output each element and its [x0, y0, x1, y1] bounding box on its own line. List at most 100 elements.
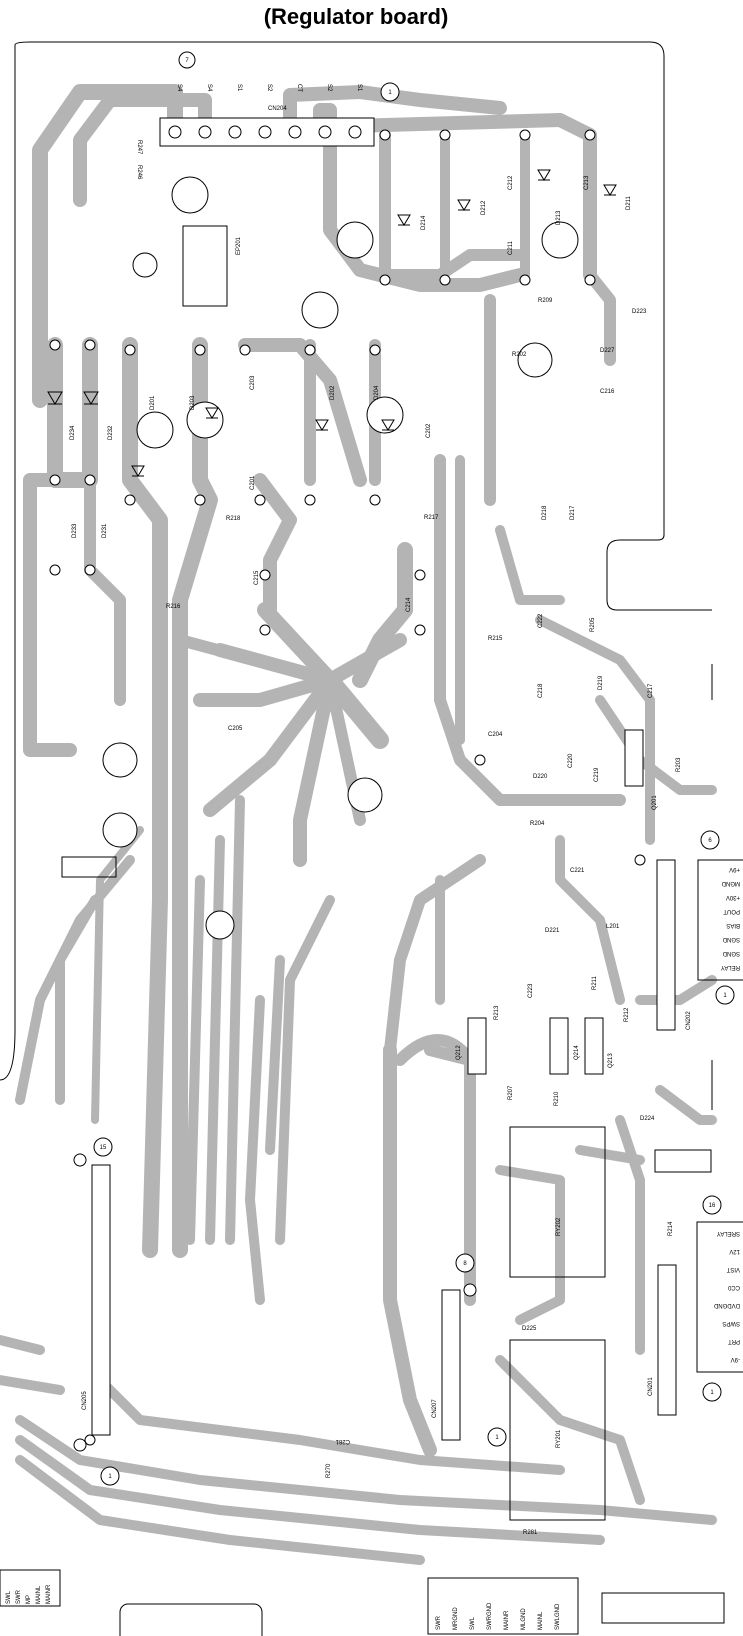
- label-d233: D233: [72, 523, 78, 538]
- label-d201: D201: [150, 395, 156, 410]
- label-c204: C204: [488, 732, 503, 738]
- label-r247: R247: [136, 140, 142, 155]
- bottom-left-connector-label: SWL: [6, 1590, 12, 1604]
- cn202-signal-label: BIAS: [726, 922, 740, 928]
- label-cn201: CN201: [648, 1377, 654, 1396]
- label-ry202: RY202: [556, 1217, 562, 1236]
- board-title: (Regulator board): [263, 4, 449, 29]
- label-d220: D220: [533, 774, 548, 780]
- label-r212: R212: [624, 1007, 630, 1022]
- label-q212: Q212: [456, 1045, 462, 1060]
- label-q201: Q201: [652, 795, 658, 810]
- cn204-pin-label: S1: [356, 84, 362, 92]
- label-r202: R202: [512, 352, 527, 358]
- cn201-signal-labels: SRELAY 12V VIST CC0 DVDGND SWPS PRT -9V: [713, 1230, 740, 1362]
- bottom-connector-label: SWR: [436, 1615, 442, 1630]
- label-c201: C201: [250, 475, 256, 490]
- label-d227: D227: [600, 348, 615, 354]
- label-q213: Q213: [608, 1053, 614, 1068]
- bottom-connector-label: SWLGND: [555, 1603, 561, 1630]
- label-c211: C211: [508, 240, 514, 255]
- bottom-left-connector-label: SWR: [16, 1589, 22, 1604]
- label-d203: D203: [190, 395, 196, 410]
- cn204-pin-label: S4: [176, 84, 182, 92]
- cn201-signal-label: -9V: [731, 1356, 740, 1362]
- label-c214: C214: [406, 597, 412, 612]
- label-c205: C205: [228, 726, 243, 732]
- label-q214: Q214: [574, 1045, 580, 1060]
- label-r217: R217: [424, 515, 439, 521]
- circled-number-1-bottom: 1: [108, 1474, 112, 1480]
- mounting-holes: [102, 176, 579, 940]
- label-d221: D221: [545, 928, 560, 934]
- bottom-connector-label: SWL: [470, 1616, 476, 1630]
- copper-traces: [0, 84, 717, 1565]
- cn202-signal-label: SGND: [722, 936, 740, 942]
- label-c217: C217: [648, 683, 654, 698]
- cn201-signal-label: SWPS: [722, 1320, 740, 1326]
- cn204-pin-label: S2: [266, 84, 272, 92]
- circled-number-1-top: 1: [388, 90, 392, 96]
- bottom-connector-labels: SWR MRGND SWL SWRGND MAINR MLGND MAINL S…: [436, 1602, 561, 1630]
- label-d213: D213: [556, 210, 562, 225]
- cn204-pin-label: CT: [296, 84, 302, 92]
- bottom-connector-label: MAINL: [538, 1611, 544, 1630]
- cn201-signal-label: SRELAY: [717, 1230, 740, 1236]
- label-c221: C221: [570, 868, 585, 874]
- label-d217: D217: [570, 505, 576, 520]
- circled-number-16: 16: [709, 1203, 716, 1209]
- label-d223: D223: [632, 309, 647, 315]
- circled-number-1-right: 1: [723, 993, 727, 999]
- board-outline: [0, 41, 713, 1636]
- diode-symbols: [47, 169, 617, 477]
- cn202-signal-label: POUT: [723, 908, 740, 914]
- label-ep201: EP201: [236, 236, 242, 255]
- connector-outlines: [0, 225, 743, 1635]
- label-r246: R246: [136, 165, 142, 180]
- label-d204: D204: [374, 385, 380, 400]
- label-d202: D202: [330, 385, 336, 400]
- label-cn204: CN204: [268, 106, 287, 112]
- bottom-left-connector-label: MP: [26, 1595, 32, 1604]
- label-r270: R270: [326, 1463, 332, 1478]
- label-d218: D218: [542, 505, 548, 520]
- circled-number-8: 8: [463, 1261, 467, 1267]
- circled-numbers: 7 1 6 1 16 1 15 8 1 1: [93, 51, 735, 1486]
- circled-number-7: 7: [185, 58, 189, 64]
- label-d211: D211: [626, 195, 632, 210]
- cn201-header: [657, 1264, 677, 1416]
- cn204-header: [159, 117, 375, 147]
- transistors: [467, 729, 644, 1075]
- bottom-connector-label: SWRGND: [487, 1602, 493, 1630]
- label-r203: R203: [676, 757, 682, 772]
- label-d234: D234: [70, 425, 76, 440]
- cn204-pin-label: S2: [326, 84, 332, 92]
- label-c223: C223: [528, 983, 534, 998]
- cn201-signal-label: CC0: [727, 1284, 740, 1290]
- cn201-signal-label: PRT: [728, 1338, 740, 1344]
- cn202-signal-label: +9V: [729, 866, 740, 872]
- label-c202: C202: [426, 423, 432, 438]
- circled-number-1-right-lower: 1: [710, 1390, 714, 1396]
- bottom-left-connector-label: MAINR: [46, 1584, 52, 1604]
- label-r214: R214: [668, 1221, 674, 1236]
- cn201-signal-label: 12V: [729, 1248, 740, 1254]
- label-c212: C212: [508, 175, 514, 190]
- cn204-pin-labels: S4 S4 S1 S2 CT S2 S1: [176, 84, 362, 92]
- cn202-signal-labels: +9V MGND +30V POUT BIAS SGND SGND RELAY: [721, 866, 740, 970]
- label-r211: R211: [592, 975, 598, 990]
- label-r207: R207: [508, 1085, 514, 1100]
- label-c220: C220: [568, 753, 574, 768]
- label-c215: C215: [254, 570, 260, 585]
- label-r281: R281: [523, 1530, 538, 1536]
- label-r205: R205: [590, 617, 596, 632]
- cn202-signal-label: RELAY: [721, 964, 740, 970]
- label-r204: R204: [530, 821, 545, 827]
- label-c216: C216: [600, 389, 615, 395]
- label-d225: D225: [522, 1326, 537, 1332]
- bottom-left-connector-label: MAINL: [36, 1585, 42, 1604]
- circled-number-15: 15: [100, 1145, 107, 1151]
- label-d224: D224: [640, 1116, 655, 1122]
- bottom-left-connector-labels: SWL SWR MP MAINL MAINR: [6, 1584, 52, 1604]
- bottom-connector-label: MRGND: [453, 1607, 459, 1630]
